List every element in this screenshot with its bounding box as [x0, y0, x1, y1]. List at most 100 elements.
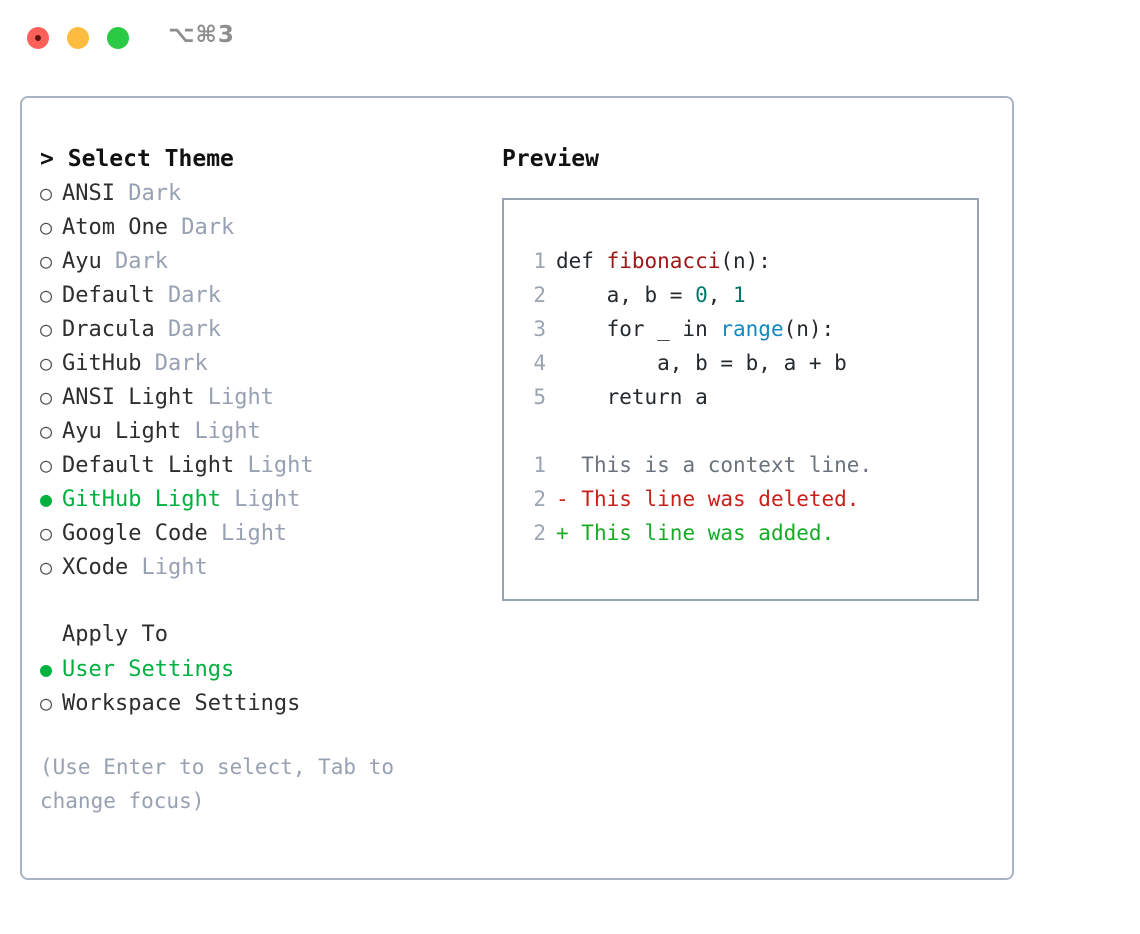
radio-selected-icon: ● — [40, 657, 53, 681]
theme-option-default[interactable]: ○Default Dark — [40, 278, 490, 312]
theme-selector-panel: > Select Theme ○ANSI Dark○Atom One Dark○… — [20, 96, 1014, 880]
theme-option-dracula[interactable]: ○ Dracula Dark — [40, 312, 490, 346]
radio-unselected-icon: ○ — [40, 521, 53, 545]
theme-variant-tag: Dark — [181, 215, 235, 240]
theme-option-ayu[interactable]: ○ Ayu Dark — [40, 244, 490, 278]
diff-text: This line was deleted. — [581, 487, 860, 511]
radio-unselected-icon: ○ — [40, 419, 53, 443]
line-number: 1 — [533, 453, 546, 477]
theme-option-label: Default — [62, 283, 155, 308]
theme-option-label: Google Code — [62, 521, 208, 546]
radio-unselected-icon: ○ — [40, 453, 53, 477]
theme-option-label: XCode — [62, 555, 129, 580]
radio-unselected-icon: ○ — [40, 249, 53, 273]
theme-option-xcode[interactable]: ○ XCode Light — [40, 550, 490, 584]
radio-unselected-icon: ○ — [40, 555, 53, 579]
code-token: a, b = b, a + b — [556, 351, 847, 375]
code-token: a, b = — [556, 283, 696, 307]
theme-option-github[interactable]: ○ GitHub Dark — [40, 346, 490, 380]
title-bar: ⌥⌘3 — [0, 0, 1140, 78]
code-line: 5 return a — [504, 380, 977, 414]
code-line: 2 a, b = 0, 1 — [504, 278, 977, 312]
theme-option-ansi-light[interactable]: ○ ANSI Light Light — [40, 380, 490, 414]
diff-line: 2+ This line was added. — [504, 516, 977, 550]
diff-line: 2- This line was deleted. — [504, 482, 977, 516]
radio-selected-icon: ● — [40, 487, 53, 511]
theme-option-atom-one[interactable]: ○Atom One Dark — [40, 210, 490, 244]
prompt-caret-icon: > — [40, 146, 54, 172]
line-number: 4 — [533, 351, 546, 375]
theme-variant-tag: Dark — [167, 317, 221, 342]
code-token: , — [707, 283, 734, 307]
theme-option-label: ANSI Light — [62, 385, 195, 410]
theme-variant-tag: Light — [247, 453, 314, 478]
code-token: return a — [556, 385, 708, 409]
theme-variant-tag: Dark — [128, 181, 182, 206]
apply-to-option-user-settings[interactable]: ● User Settings — [40, 652, 490, 686]
code-token: fibonacci — [606, 249, 721, 273]
theme-option-label: ANSI — [62, 181, 115, 206]
line-number: 3 — [533, 317, 546, 341]
select-theme-header: > Select Theme — [40, 142, 490, 176]
theme-option-label: Dracula — [62, 317, 155, 342]
theme-variant-tag: Dark — [115, 249, 168, 274]
theme-option-label: GitHub — [62, 351, 142, 376]
theme-variant-tag: Light — [141, 555, 208, 580]
apply-to-option-label: Workspace Settings — [62, 691, 301, 716]
code-token: range — [720, 317, 784, 341]
code-token: for _ in — [556, 317, 721, 341]
theme-variant-tag: Light — [194, 419, 261, 444]
radio-unselected-icon: ○ — [40, 215, 53, 239]
theme-option-default-light[interactable]: ○ Default Light Light — [40, 448, 490, 482]
close-button[interactable] — [27, 27, 49, 49]
theme-option-github-light[interactable]: ● GitHub Light Light — [40, 482, 490, 516]
apply-to-option-label: User Settings — [62, 657, 235, 682]
preview-header: Preview — [502, 146, 599, 172]
diff-marker — [556, 453, 581, 477]
apply-to-header: Apply To — [62, 622, 168, 647]
diff-text: This line was added. — [581, 521, 835, 545]
theme-option-ansi[interactable]: ○ ANSI Dark — [40, 176, 490, 210]
theme-option-ayu-light[interactable]: ○ Ayu Light Light — [40, 414, 490, 448]
radio-unselected-icon: ○ — [40, 317, 53, 341]
code-line: 3 for _ in range(n): — [504, 312, 977, 346]
code-token: 1 — [733, 283, 746, 307]
radio-unselected-icon: ○ — [40, 283, 53, 307]
theme-option-label: GitHub Light — [62, 487, 221, 512]
code-line: 1 def fibonacci(n): — [504, 244, 977, 278]
code-line: 4 a, b = b, a + b — [504, 346, 977, 380]
radio-unselected-icon: ○ — [40, 181, 53, 205]
theme-variant-tag: Light — [234, 487, 301, 512]
code-token: 0 — [695, 283, 708, 307]
code-token: (n): — [720, 249, 771, 273]
code-token: def — [556, 249, 607, 273]
theme-list-column: > Select Theme ○ANSI Dark○Atom One Dark○… — [40, 142, 490, 818]
theme-option-label: Ayu Light — [62, 419, 182, 444]
minimize-button[interactable] — [67, 27, 89, 49]
theme-variant-tag: Light — [207, 385, 274, 410]
theme-option-label: Default Light — [62, 453, 235, 478]
zoom-button[interactable] — [107, 27, 129, 49]
diff-text: This is a context line. — [581, 453, 873, 477]
diff-marker: + — [556, 521, 582, 545]
line-number: 2 — [533, 487, 546, 511]
theme-option-list: ○ANSI Dark○Atom One Dark○Ayu Dark○Defaul… — [40, 176, 490, 584]
keyboard-hint: (Use Enter to select, Tab to change focu… — [40, 755, 395, 813]
traffic-light-buttons — [27, 27, 129, 49]
code-diff-spacer — [504, 414, 977, 448]
line-number: 2 — [533, 283, 546, 307]
apply-to-option-workspace-settings[interactable]: ○ Workspace Settings — [40, 686, 490, 720]
radio-unselected-icon: ○ — [40, 691, 53, 715]
line-number: 1 — [533, 249, 546, 273]
select-theme-label: Select Theme — [67, 146, 234, 172]
radio-unselected-icon: ○ — [40, 385, 53, 409]
window-title: ⌥⌘3 — [168, 22, 235, 48]
theme-option-google-code[interactable]: ○Google Code Light — [40, 516, 490, 550]
radio-unselected-icon: ○ — [40, 351, 53, 375]
code-token: (n): — [783, 317, 835, 341]
theme-variant-tag: Dark — [154, 351, 208, 376]
theme-option-label: Ayu — [62, 249, 102, 274]
